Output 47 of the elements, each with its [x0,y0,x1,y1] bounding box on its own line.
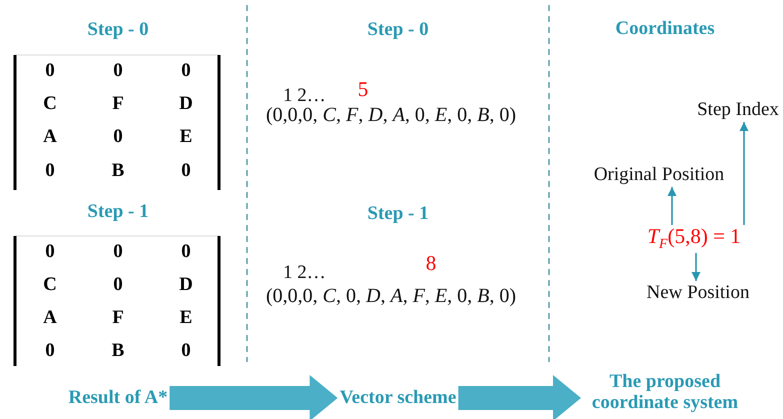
matrix-cell-text: 0 [112,242,124,263]
matrix-cell-text: 0 [112,61,124,82]
annotation-text: New Position [646,282,750,304]
matrix-cell-text: A [42,127,58,148]
annotation-text: Original Position [594,164,724,186]
formula-text: T$_{F}$(5,8) = 1 [647,225,741,253]
matrix-cell-text: B [110,161,126,182]
matrix-cell-text: D [178,275,194,296]
matrix-cell-text: B [110,341,126,362]
matrix-cell-text: 0 [112,275,124,296]
matrix-cell-text: C [42,94,58,115]
matrix-cell-text: 0 [44,61,56,82]
position-index: 1 2… [283,86,327,107]
step-heading: Step - 0 [86,20,150,41]
matrix-cell-text: 0 [180,61,192,82]
matrix-cell-text: 0 [180,242,192,263]
stage-label: The proposed coordinate system [590,372,740,414]
step-heading: Step - 0 [366,20,430,41]
matrix-cell-text: A [42,308,58,329]
matrix-cell-text: F [111,308,125,329]
block-arrow [170,375,338,419]
stage-label: Vector scheme [340,388,456,408]
matrix-cell-text: E [178,127,194,148]
matrix-cell-text: D [178,94,194,115]
matrix-cell-text: 0 [44,242,56,263]
step-heading: Step - 1 [86,202,150,223]
section-heading: Coordinates [614,19,716,40]
highlighted-index: 5 [356,78,370,102]
highlighted-index: 8 [424,252,438,276]
step-heading: Step - 1 [366,204,430,225]
matrix-cell-text: F [111,94,125,115]
matrix-cell-text: 0 [180,161,192,182]
matrix-cell-text: C [42,275,58,296]
arrow [740,122,748,225]
matrix-cell-text: 0 [44,161,56,182]
position-index: 1 2… [283,263,327,284]
vector-text: (0,0,0, C, F, D, A, 0, E, 0, B, 0) [266,104,518,126]
block-arrow [458,375,581,419]
stage-label: Result of A* [68,388,168,408]
matrix-cell-text: 0 [112,127,124,148]
matrix-cell-text: 0 [180,341,192,362]
matrix-cell-text: E [178,308,194,329]
arrow [692,253,700,281]
arrow [668,187,676,225]
annotation-text: Step Index [697,100,779,120]
matrix-cell-text: 0 [44,341,56,362]
vector-text: (0,0,0, C, 0, D, A, F, E, 0, B, 0) [266,285,518,307]
